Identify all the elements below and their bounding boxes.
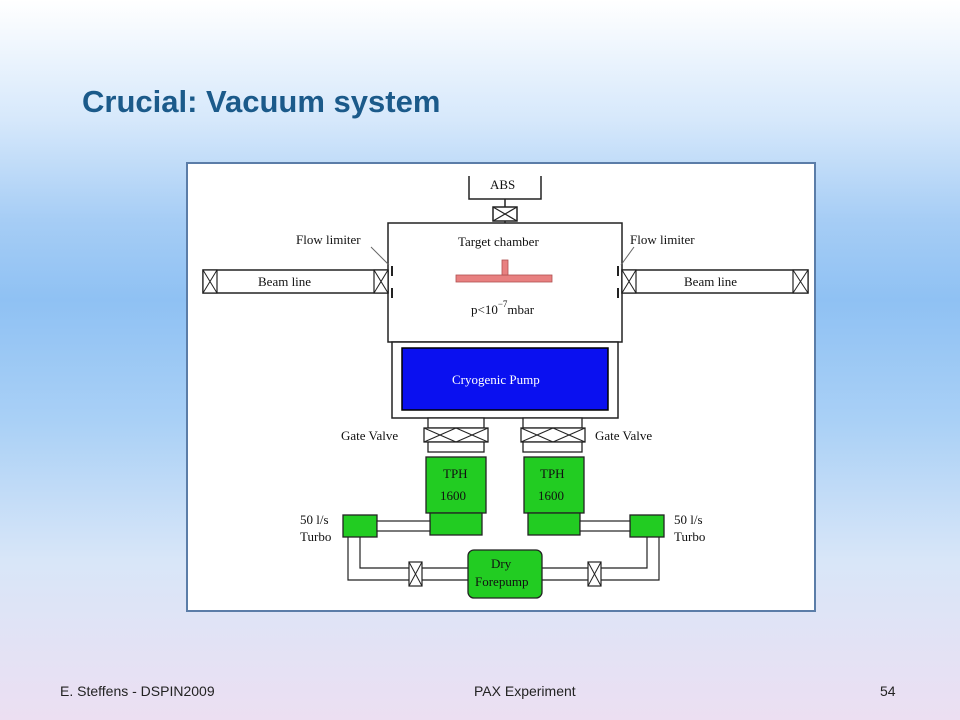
slide-title: Crucial: Vacuum system: [82, 84, 441, 119]
cryogenic-pump-label: Cryogenic Pump: [452, 372, 540, 387]
beam-line-left: [202, 269, 389, 294]
forepump-valve-right: [587, 561, 602, 587]
vacuum-system-diagram: ABS Target chamber p<10−7mbar Flow limit…: [186, 162, 816, 612]
gate-valve-right: [520, 427, 586, 453]
flow-limiter-right-label: Flow limiter: [630, 232, 695, 247]
pressure-label: p<10−7mbar: [471, 299, 535, 317]
abs-label: ABS: [490, 177, 515, 192]
flow-limiter-left-label: Flow limiter: [296, 232, 361, 247]
pipe-turbo-right-tph: [579, 520, 631, 532]
turbo-right-label-line1: 50 l/s: [674, 512, 703, 527]
target-chamber-label: Target chamber: [458, 234, 539, 249]
turbo-pump-right: [629, 514, 665, 538]
tph-left-label-line1: TPH: [443, 466, 468, 481]
diagram-canvas: ABS Target chamber p<10−7mbar Flow limit…: [202, 176, 809, 599]
beam-line-right: [621, 269, 809, 294]
abs-valve: [492, 206, 518, 222]
turbo-right-label-line2: Turbo: [674, 529, 705, 544]
beam-line-left-label: Beam line: [258, 274, 311, 289]
forepump-label-line1: Dry: [491, 556, 512, 571]
footer-page-number: 54: [880, 683, 896, 699]
forepump-label-line2: Forepump: [475, 574, 528, 589]
gate-valve-left-label: Gate Valve: [341, 428, 398, 443]
target-cell: [455, 259, 553, 283]
turbo-left-label-line1: 50 l/s: [300, 512, 329, 527]
footer-author: E. Steffens - DSPIN2009: [60, 683, 215, 699]
turbo-pump-left: [342, 514, 378, 538]
tph-right-label-line1: TPH: [540, 466, 565, 481]
gate-valve-right-label: Gate Valve: [595, 428, 652, 443]
flow-limiter-right-arrow: [620, 246, 635, 266]
tph-right-label-line2: 1600: [538, 488, 564, 503]
flow-limiter-left-arrow: [370, 246, 390, 266]
dry-forepump: [467, 549, 543, 599]
cryogenic-pump: [401, 347, 609, 411]
footer-experiment: PAX Experiment: [474, 683, 576, 699]
beam-line-right-label: Beam line: [684, 274, 737, 289]
forepump-line-left: [347, 537, 468, 581]
gate-valve-left: [423, 427, 489, 453]
turbo-left-label-line2: Turbo: [300, 529, 331, 544]
forepump-valve-left: [408, 561, 423, 587]
tph-pump-right: [523, 456, 585, 536]
tph-left-label-line2: 1600: [440, 488, 466, 503]
forepump-line-right: [542, 537, 660, 581]
pipe-turbo-left-tph: [376, 520, 431, 532]
tph-pump-left: [425, 456, 487, 536]
